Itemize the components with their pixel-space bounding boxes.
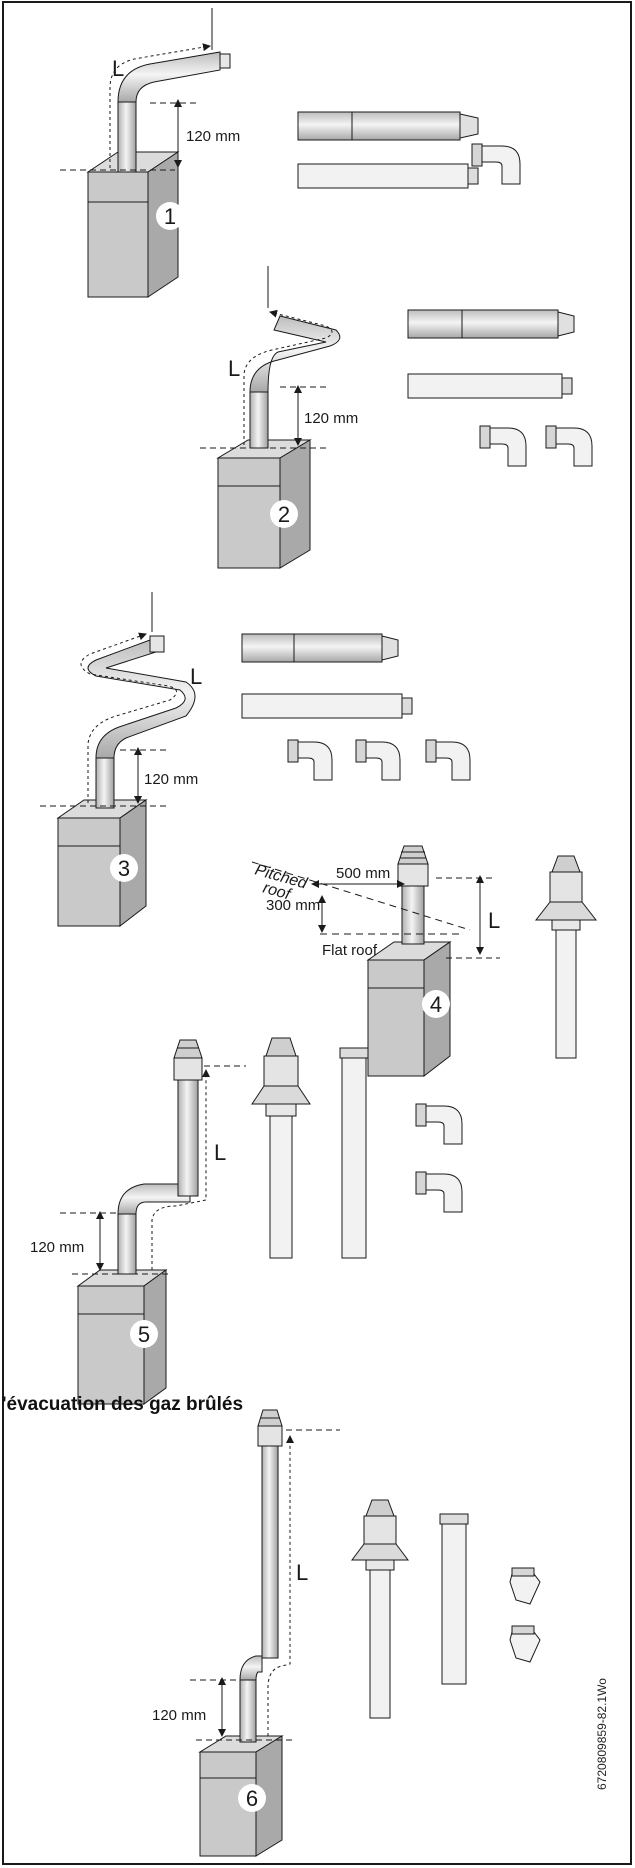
config-badge [156, 202, 184, 230]
configuration-2: L 120 mm 2 [200, 266, 358, 569]
dimension-120mm: 120 mm [304, 410, 358, 427]
elbow-fitting [421, 1105, 463, 1145]
length-label: L [214, 1140, 226, 1165]
config-number: 3 [118, 856, 130, 881]
elbow-fitting [361, 741, 401, 781]
parts-4 [534, 855, 598, 1059]
parts-1 [297, 111, 521, 189]
config-badge [422, 990, 450, 1018]
boiler [366, 941, 452, 1078]
dimension-120mm: 120 mm [152, 1707, 206, 1724]
config-number: 5 [138, 1322, 150, 1347]
parts-5 [251, 1037, 463, 1259]
straight-vertical-pipe [439, 1513, 469, 1685]
configuration-3: L 120 mm 3 [40, 592, 202, 928]
vertical-terminal [534, 855, 598, 1059]
configuration-1: L 120 mm 1 [60, 8, 240, 298]
boiler [216, 439, 312, 569]
config-badge [130, 1320, 158, 1348]
elbow-fitting [551, 427, 593, 467]
extension-pipe [241, 633, 383, 663]
straight-pipe [241, 693, 403, 719]
elbow-fitting [431, 741, 471, 781]
flue-pipe [87, 635, 196, 809]
config-badge [110, 854, 138, 882]
flat-roof-label: Flat roof [322, 942, 378, 959]
configuration-6: L 120 mm 6 [152, 1409, 340, 1857]
length-label: L [296, 1560, 308, 1585]
flue-pipe [239, 1409, 283, 1743]
config-number: 2 [278, 502, 290, 527]
straight-pipe [297, 163, 469, 189]
elbow-fitting [421, 1173, 463, 1213]
flue-pipe [117, 1039, 203, 1275]
length-label: L [488, 908, 500, 933]
distance-300mm: 300 mm [266, 897, 320, 914]
45-degree-bend [509, 1573, 541, 1605]
straight-pipe [407, 373, 563, 399]
flue-pipe [249, 315, 341, 449]
configuration-4: Pitched roof 500 mm 300 mm Flat roof L 4 [251, 845, 500, 1078]
flue-pipe [117, 51, 231, 173]
distance-500mm: 500 mm [336, 865, 390, 882]
vertical-terminal [251, 1037, 311, 1259]
length-label: L [228, 356, 240, 381]
boiler [76, 1269, 168, 1405]
elbow-fitting [477, 145, 521, 185]
extension-pipe [297, 111, 461, 141]
document-code: 6720809859-82.1Wo [595, 1678, 609, 1790]
config-badge [238, 1784, 266, 1812]
dimension-120mm: 120 mm [30, 1239, 84, 1256]
elbow-fitting [293, 741, 333, 781]
section-heading: 'évacuation des gaz brûlés [2, 1394, 243, 1415]
config-badge [270, 500, 298, 528]
straight-vertical-pipe [339, 1047, 369, 1259]
dimension-120mm: 120 mm [186, 128, 240, 145]
elbow-fitting [485, 427, 527, 467]
config-number: 1 [164, 204, 176, 229]
dimension-120mm: 120 mm [144, 771, 198, 788]
extension-pipe [407, 309, 559, 339]
45-degree-bend [509, 1631, 541, 1663]
length-label: L [112, 56, 124, 81]
configuration-5: L 120 mm 5 [30, 1039, 246, 1405]
parts-6 [351, 1499, 541, 1719]
parts-3 [241, 633, 471, 781]
parts-2 [407, 309, 593, 467]
config-number: 4 [430, 992, 442, 1017]
length-label: L [190, 664, 202, 689]
config-number: 6 [246, 1786, 258, 1811]
vertical-flue [397, 845, 429, 945]
vertical-terminal [351, 1499, 409, 1719]
